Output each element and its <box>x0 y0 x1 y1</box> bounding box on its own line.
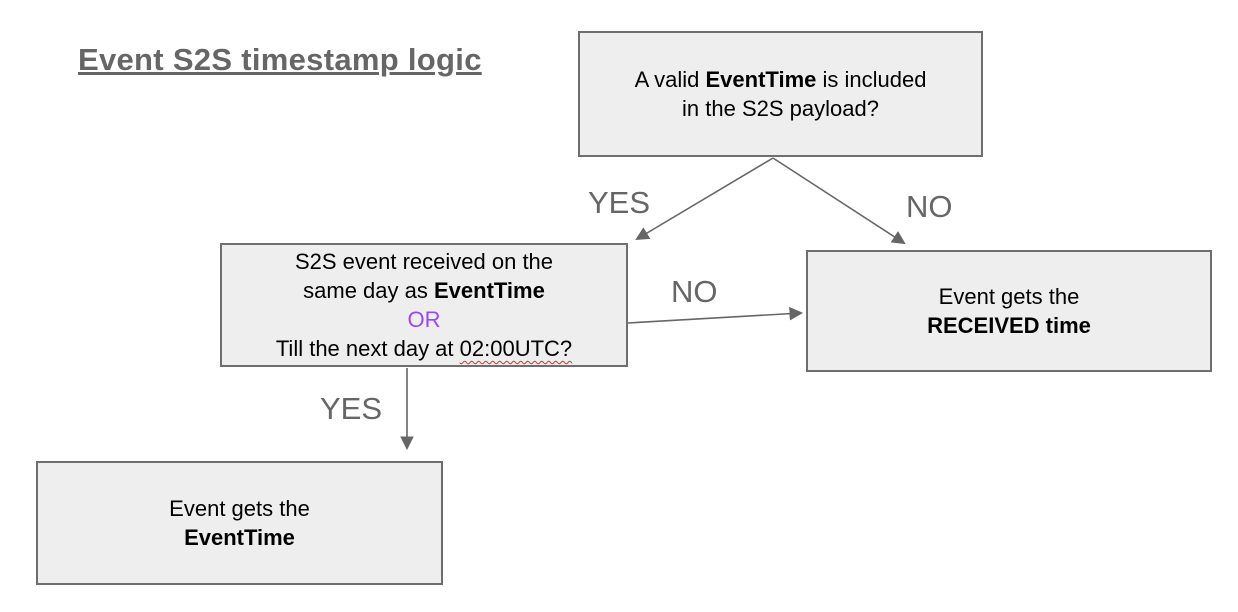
node-text-line: Event gets the <box>169 496 310 521</box>
decision-node-same-day: S2S event received on the same day as Ev… <box>220 243 628 367</box>
decision-node-valid-eventtime: A valid EventTime is included in the S2S… <box>578 31 983 157</box>
node-text-line: EventTime <box>184 525 295 550</box>
edge-no-to-received <box>772 157 906 245</box>
spellcheck-underlined-text: 02:00UTC? <box>459 336 573 361</box>
node-text-line: Till the next day at 02:00UTC? <box>275 336 573 361</box>
node-text-line: A valid EventTime is included <box>634 67 927 92</box>
edge-label-no-top: NO <box>906 189 953 224</box>
node-text-line: same day as EventTime <box>303 278 545 303</box>
edge-no-sameday-to-received <box>627 306 804 324</box>
node-text-line: Event gets the <box>938 284 1080 309</box>
result-node-received-time: Event gets the RECEIVED time <box>806 250 1212 372</box>
node-text-line: RECEIVED time <box>927 313 1091 338</box>
edge-label-no-middle: NO <box>671 274 718 309</box>
edge-label-yes-bottom: YES <box>320 391 383 426</box>
diagram-title: Event S2S timestamp logic <box>78 42 482 77</box>
node-text-line: in the S2S payload? <box>682 96 879 121</box>
edge-yes-to-sameday <box>635 157 774 241</box>
or-text: OR <box>407 307 441 332</box>
edge-label-yes-top: YES <box>588 185 651 220</box>
node-text-line: S2S event received on the <box>294 249 554 274</box>
result-node-event-time: Event gets the EventTime <box>36 461 443 585</box>
